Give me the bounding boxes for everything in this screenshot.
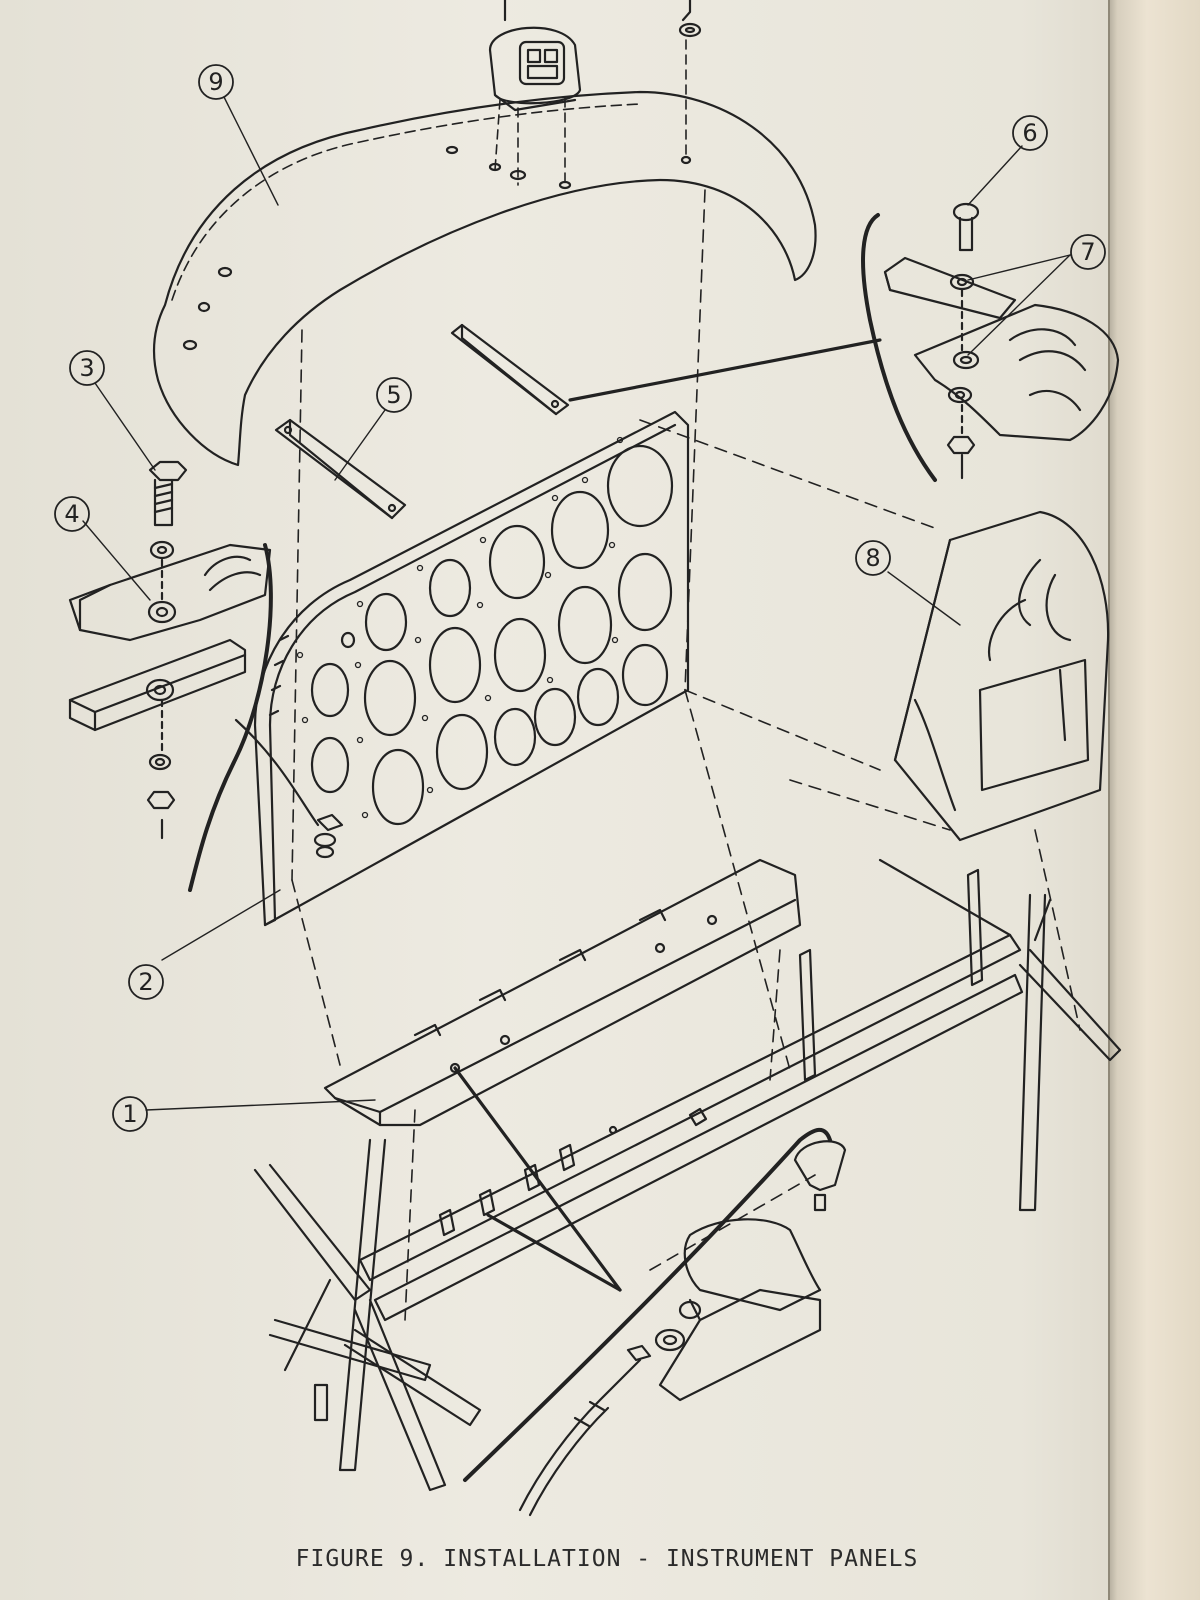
leader-lines (82, 96, 1071, 1111)
control-knob-assembly (518, 1140, 847, 1517)
figure-title: INSTALLATION - INSTRUMENT PANELS (443, 1546, 919, 1572)
compass-screw-lines (494, 39, 687, 186)
callout-2: 2 (138, 968, 153, 996)
lower-angle-bracket-part (323, 858, 802, 1127)
support-bracket-part (274, 323, 570, 520)
callout-circles (54, 64, 1106, 1132)
compass-hardware (488, 0, 702, 190)
callout-6: 6 (1022, 119, 1037, 147)
curved-support-bar (463, 1127, 832, 1482)
left-hardware-stack (68, 460, 273, 892)
callout-5: 5 (386, 381, 401, 409)
figure-number: FIGURE 9. (295, 1546, 430, 1572)
fuselage-frame (253, 858, 1122, 1492)
callout-7: 7 (1080, 238, 1095, 266)
binder-page-edge (1108, 0, 1200, 1600)
glare-shield-part (152, 90, 817, 467)
compass-unit (488, 0, 582, 112)
heavy-leader-lines (453, 338, 882, 1292)
callout-3: 3 (79, 354, 94, 382)
right-hardware-stack (861, 202, 1120, 482)
callout-8: 8 (865, 544, 880, 572)
side-panel-part (893, 510, 1110, 842)
callout-9: 9 (208, 68, 223, 96)
callout-4: 4 (64, 500, 79, 528)
panel-mount-hardware (234, 718, 344, 859)
figure-caption: FIGURE 9. INSTALLATION - INSTRUMENT PANEL… (0, 1546, 1200, 1572)
callout-1: 1 (122, 1100, 137, 1128)
